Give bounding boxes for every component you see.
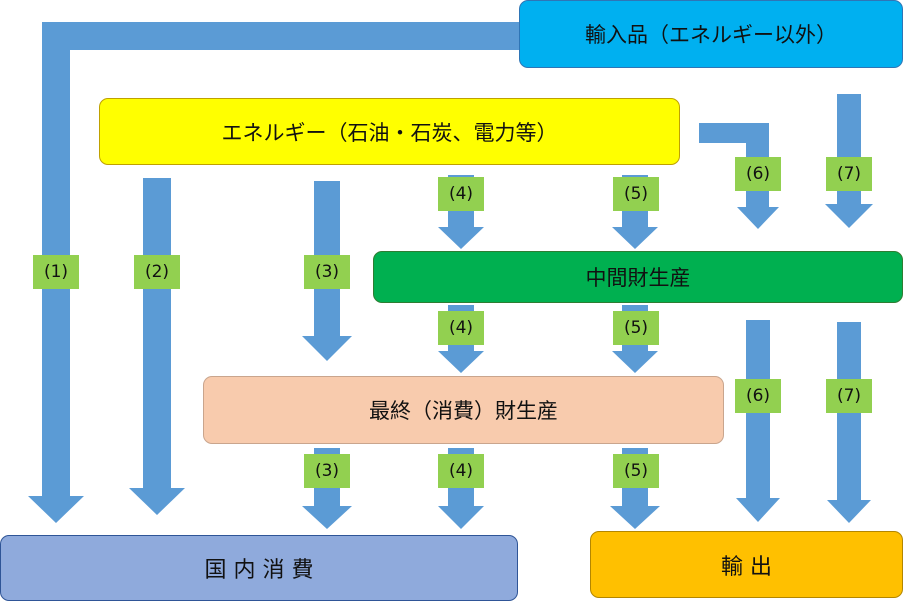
box-final: 最終（消費）財生産 xyxy=(203,376,724,444)
arrow-7-imports-to-exports xyxy=(827,322,871,523)
flow-label-5: (5) xyxy=(613,454,659,488)
box-domestic: 国 内 消 費 xyxy=(0,535,518,601)
flow-label-4: (4) xyxy=(438,177,484,211)
arrow-2-energy-to-domestic xyxy=(129,178,185,515)
flow-label-2: (2) xyxy=(134,255,180,289)
flow-label-5: (5) xyxy=(613,177,659,211)
arrow-6-intermediate-to-exports xyxy=(736,320,780,522)
box-intermediate: 中間財生産 xyxy=(373,251,903,303)
flow-label-5: (5) xyxy=(613,311,659,345)
flow-label-7: (7) xyxy=(826,379,872,413)
box-energy: エネルギー（石油・石炭、電力等） xyxy=(99,98,680,165)
flow-label-1: (1) xyxy=(33,255,79,289)
box-exports-label: 輸 出 xyxy=(721,554,772,580)
arrow-6-energy-bent xyxy=(699,123,779,229)
flow-label-6: (6) xyxy=(735,379,781,413)
box-exports: 輸 出 xyxy=(590,531,903,598)
box-imports: 輸入品（エネルギー以外） xyxy=(519,0,903,68)
box-final-label: 最終（消費）財生産 xyxy=(369,399,558,423)
flow-label-7: (7) xyxy=(826,157,872,191)
flow-label-6: (6) xyxy=(735,157,781,191)
flow-label-4: (4) xyxy=(438,311,484,345)
box-intermediate-label: 中間財生産 xyxy=(585,266,691,290)
box-domestic-label: 国 内 消 費 xyxy=(204,558,314,583)
box-energy-label: エネルギー（石油・石炭、電力等） xyxy=(221,120,558,145)
flow-label-3: (3) xyxy=(304,255,350,289)
box-imports-label: 輸入品（エネルギー以外） xyxy=(585,23,837,47)
flow-label-4: (4) xyxy=(438,454,484,488)
flow-label-3: (3) xyxy=(304,454,350,488)
